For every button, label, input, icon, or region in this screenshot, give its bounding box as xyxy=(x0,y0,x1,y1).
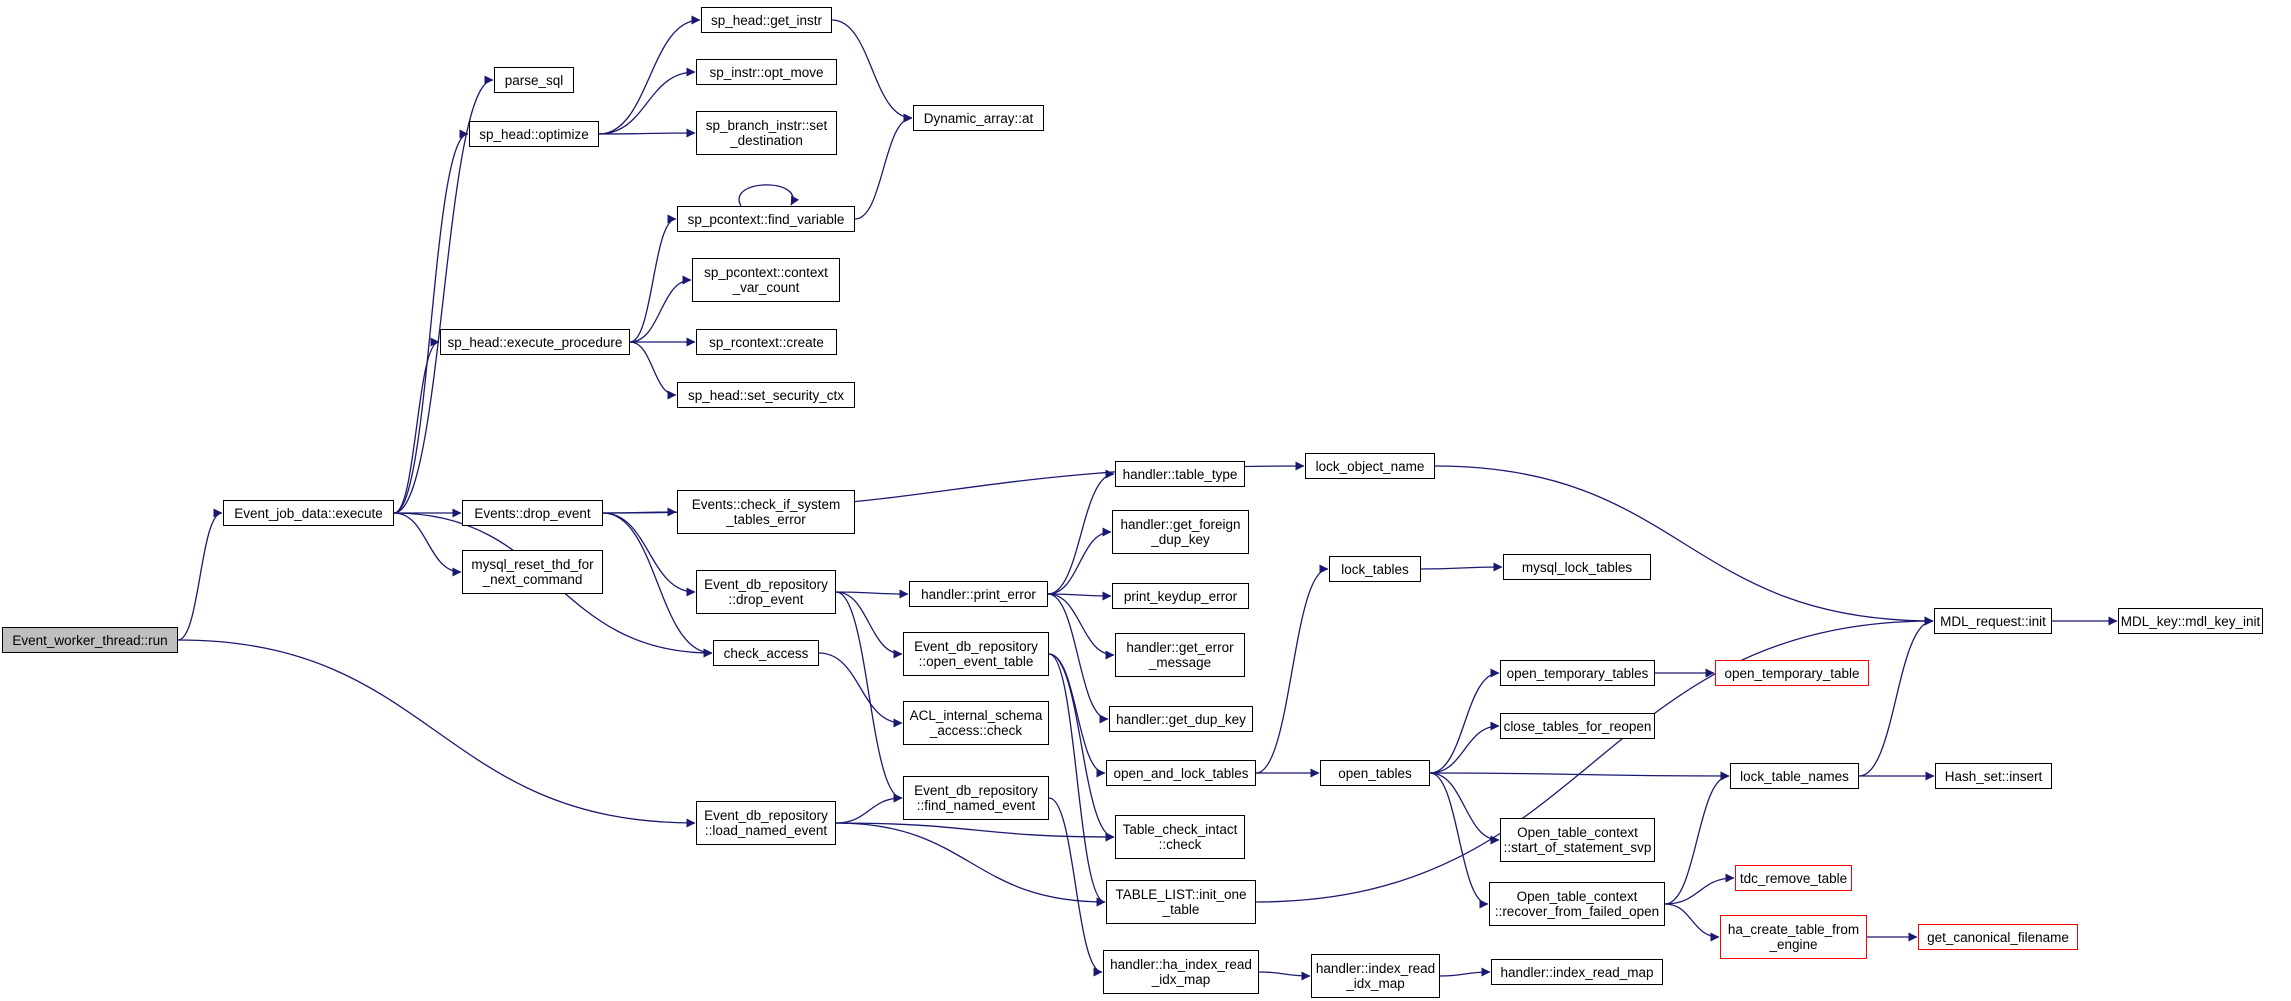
edge-sph-exec-proc-to-sph-sec-ctx xyxy=(629,341,677,400)
node-edr-find[interactable]: Event_db_repository ::find_named_event xyxy=(903,776,1049,820)
edge-sph-optimize-to-spi-opt-move xyxy=(598,67,696,135)
node-lock-object-name[interactable]: lock_object_name xyxy=(1305,453,1435,479)
node-open-temp-table[interactable]: open_temporary_table xyxy=(1715,660,1869,686)
edge-sph-exec-proc-to-spp-find-var xyxy=(629,214,677,343)
node-spr-create[interactable]: sp_rcontext::create xyxy=(696,329,837,355)
node-sph-optimize[interactable]: sp_head::optimize xyxy=(469,121,599,147)
node-h-idx-read-map[interactable]: handler::index_read_map xyxy=(1491,959,1663,985)
edge-ejd-execute-to-mysql-reset xyxy=(393,512,462,577)
node-spb-set-dest[interactable]: sp_branch_instr::set _destination xyxy=(696,111,837,155)
node-edr-open-table[interactable]: Event_db_repository ::open_event_table xyxy=(903,632,1049,676)
edge-h-print-error-to-h-err-msg xyxy=(1047,593,1115,660)
edge-edr-load-to-edr-find xyxy=(835,793,903,824)
edge-sph-exec-proc-to-spp-ctx-var xyxy=(629,275,692,343)
node-edr-load[interactable]: Event_db_repository ::load_named_event xyxy=(696,801,836,845)
node-lock-table-names[interactable]: lock_table_names xyxy=(1730,763,1859,789)
edge-check-access-to-acl-check xyxy=(818,652,903,728)
edge-ejd-execute-to-parse-sql xyxy=(393,75,494,514)
edge-edr-drop-to-h-print-error xyxy=(835,589,909,599)
node-open-tables[interactable]: open_tables xyxy=(1320,760,1430,786)
node-mysql-reset[interactable]: mysql_reset_thd_for _next_command xyxy=(462,550,603,594)
edge-edr-load-to-tl-init xyxy=(835,822,1106,907)
edge-edr-find-to-h-ha-idx xyxy=(1048,797,1103,977)
edge-sph-optimize-to-spb-set-dest xyxy=(598,128,696,138)
node-acl-check[interactable]: ACL_internal_schema _access::check xyxy=(903,701,1049,745)
edge-spp-find-var-to-spp-find-var xyxy=(738,184,800,207)
node-ewt-run[interactable]: Event_worker_thread::run xyxy=(2,627,178,653)
edge-lock-tables-to-mysql-lock-tables xyxy=(1420,562,1503,572)
node-h-dup-key[interactable]: handler::get_dup_key xyxy=(1109,706,1253,732)
edge-edr-load-to-tci-check xyxy=(835,822,1115,842)
node-h-print-error[interactable]: handler::print_error xyxy=(909,581,1048,607)
node-sph-sec-ctx[interactable]: sp_head::set_security_ctx xyxy=(677,382,855,408)
edge-lock-object-name-to-mdl-req-init xyxy=(1434,465,1934,626)
edge-ewt-run-to-edr-load xyxy=(177,639,696,828)
node-h-idx-read-idx[interactable]: handler::index_read _idx_map xyxy=(1311,954,1440,998)
node-spp-find-var[interactable]: sp_pcontext::find_variable xyxy=(677,206,855,232)
node-open-temp-tables[interactable]: open_temporary_tables xyxy=(1500,660,1655,686)
edge-edr-open-table-to-tl-init xyxy=(1048,653,1106,907)
edge-h-print-error-to-h-dup-key xyxy=(1047,593,1109,724)
node-parse-sql[interactable]: parse_sql xyxy=(494,67,574,93)
node-sph-get-instr[interactable]: sp_head::get_instr xyxy=(701,7,832,33)
node-h-err-msg[interactable]: handler::get_error _message xyxy=(1115,633,1245,677)
edge-open-and-lock-to-lock-tables xyxy=(1255,564,1329,774)
edge-h-print-error-to-h-foreign-dup xyxy=(1047,527,1112,595)
node-print-keydup[interactable]: print_keydup_error xyxy=(1112,583,1249,609)
node-h-foreign-dup[interactable]: handler::get_foreign _dup_key xyxy=(1112,510,1249,554)
edge-open-tables-to-close-tables xyxy=(1429,721,1500,774)
node-ha-create[interactable]: ha_create_table_from _engine xyxy=(1720,915,1867,959)
node-open-and-lock[interactable]: open_and_lock_tables xyxy=(1106,760,1256,786)
node-mdl-key-init[interactable]: MDL_key::mdl_key_init xyxy=(2118,608,2263,634)
node-hash-insert[interactable]: Hash_set::insert xyxy=(1935,763,2052,789)
node-get-canon[interactable]: get_canonical_filename xyxy=(1918,924,2078,950)
edge-open-tables-to-open-temp-tables xyxy=(1429,668,1500,774)
node-tl-init[interactable]: TABLE_LIST::init_one _table xyxy=(1106,880,1256,924)
node-spi-opt-move[interactable]: sp_instr::opt_move xyxy=(696,59,837,85)
edge-edr-drop-to-edr-find xyxy=(835,591,903,803)
edge-otc-recover-to-ha-create xyxy=(1664,903,1720,942)
node-otc-recover[interactable]: Open_table_context ::recover_from_failed… xyxy=(1489,882,1665,926)
node-close-tables[interactable]: close_tables_for_reopen xyxy=(1500,713,1655,739)
node-edr-drop[interactable]: Event_db_repository ::drop_event xyxy=(696,570,836,614)
edge-lock-table-names-to-mdl-req-init xyxy=(1858,616,1934,777)
node-otc-start[interactable]: Open_table_context ::start_of_statement_… xyxy=(1500,818,1655,862)
node-mdl-req-init[interactable]: MDL_request::init xyxy=(1934,608,2052,634)
node-check-access[interactable]: check_access xyxy=(713,640,819,666)
node-spp-ctx-var[interactable]: sp_pcontext::context _var_count xyxy=(692,258,840,302)
node-sph-exec-proc[interactable]: sp_head::execute_procedure xyxy=(440,329,630,355)
node-dyn-at[interactable]: Dynamic_array::at xyxy=(913,105,1044,131)
edge-ejd-execute-to-sph-optimize xyxy=(393,129,469,514)
edge-events-drop-to-check-access xyxy=(602,512,713,658)
edge-otc-recover-to-tdc-remove xyxy=(1664,873,1735,905)
node-ejd-execute[interactable]: Event_job_data::execute xyxy=(223,500,394,526)
edge-edr-open-table-to-tci-check xyxy=(1048,653,1115,842)
edge-h-ha-idx-to-h-idx-read-idx xyxy=(1258,971,1311,981)
edge-h-print-error-to-h-table-type xyxy=(1047,469,1115,595)
node-mysql-lock-tables[interactable]: mysql_lock_tables xyxy=(1503,554,1651,580)
node-h-ha-idx[interactable]: handler::ha_index_read _idx_map xyxy=(1103,950,1259,994)
edge-sph-get-instr-to-dyn-at xyxy=(831,19,913,123)
edge-ewt-run-to-ejd-execute xyxy=(177,508,223,641)
edge-ejd-execute-to-sph-exec-proc xyxy=(393,337,440,514)
node-h-table-type[interactable]: handler::table_type xyxy=(1115,461,1245,487)
edge-h-print-error-to-print-keydup xyxy=(1047,591,1112,601)
edge-sph-optimize-to-sph-get-instr xyxy=(598,15,701,135)
node-tdc-remove[interactable]: tdc_remove_table xyxy=(1735,865,1852,891)
node-tci-check[interactable]: Table_check_intact ::check xyxy=(1115,815,1245,859)
edge-edr-drop-to-edr-open-table xyxy=(835,591,903,659)
node-events-drop[interactable]: Events::drop_event xyxy=(462,500,603,526)
edge-spp-find-var-to-dyn-at xyxy=(854,113,913,220)
edge-events-drop-to-events-check-sys xyxy=(602,507,677,517)
edge-open-tables-to-otc-recover xyxy=(1429,772,1489,909)
node-lock-tables[interactable]: lock_tables xyxy=(1329,556,1421,582)
edge-otc-recover-to-lock-table-names xyxy=(1664,771,1730,905)
node-events-check-sys[interactable]: Events::check_if_system _tables_error xyxy=(677,490,855,534)
edge-tl-init-to-mdl-req-init xyxy=(1255,616,1934,903)
edge-open-tables-to-otc-start xyxy=(1429,772,1500,845)
edge-h-idx-read-idx-to-h-idx-read-map xyxy=(1439,967,1491,977)
